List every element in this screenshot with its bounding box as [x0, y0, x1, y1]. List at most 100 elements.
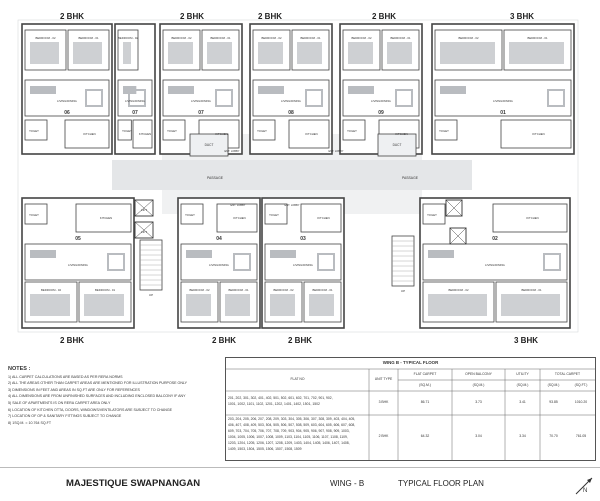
- unit-sqm: (SQ.M.): [472, 383, 485, 387]
- row-utility: 3.41: [519, 400, 526, 404]
- room-label: BEDROOM - 01: [228, 288, 248, 292]
- bed-icon: [168, 42, 193, 64]
- bed-icon: [509, 42, 564, 64]
- flat-number: 08: [288, 110, 294, 116]
- kitchen-wall: [500, 119, 572, 149]
- dining-table-icon: [543, 253, 561, 271]
- room-label: LIVING/DINING: [125, 99, 145, 103]
- bedroom-wall: [219, 281, 258, 323]
- passage-label: PASSAGE: [207, 176, 224, 180]
- living-wall: [422, 243, 568, 281]
- row-unit-type: 3 BHK: [378, 400, 389, 404]
- ent-lobby-label: ENT. LOBBY: [231, 203, 246, 207]
- toilet-wall: [117, 119, 132, 141]
- note-item: 5) SALE OF APARTMENTS IS ON RERA CARPET …: [8, 400, 111, 405]
- dining-table-icon: [317, 253, 335, 271]
- room-label: BEDROOM - 01: [78, 36, 98, 40]
- bed-icon: [84, 294, 124, 316]
- room-label: BEDROOM - 02: [41, 288, 61, 292]
- room-label: BEDROOM - 02: [273, 288, 293, 292]
- room-label: KITCHEN: [139, 132, 151, 136]
- bed-icon: [258, 42, 283, 64]
- room-label: KITCHEN: [233, 216, 245, 220]
- room-label: KITCHEN: [100, 216, 112, 220]
- flat-list-line: 203, 204, 205, 206, 207, 208, 209, 303, …: [228, 417, 356, 421]
- north-arrow-icon: N: [575, 477, 593, 495]
- living-wall: [252, 79, 330, 117]
- lift-cross: [134, 199, 154, 217]
- unit-type-heading: 2 BHK: [258, 12, 283, 21]
- room-label: BEDROOM - 02: [189, 288, 209, 292]
- room-label: BEDROOM - 01: [390, 36, 410, 40]
- room-label: TOILET: [257, 129, 267, 133]
- kitchen-wall: [216, 203, 258, 233]
- notes-heading: NOTES :: [8, 366, 31, 372]
- room-label: TOILET: [185, 213, 195, 217]
- ent-lobby-label: ENT. LOBBY: [329, 149, 344, 153]
- toilet-wall: [24, 119, 48, 141]
- toilet-wall: [252, 119, 276, 141]
- lift-cross: [134, 221, 154, 239]
- flat-number: 03: [300, 236, 306, 242]
- unit-type-heading: 2 BHK: [180, 12, 205, 21]
- sofa-icon: [348, 86, 374, 94]
- row-flat-carpet: 86.71: [420, 400, 430, 404]
- dining-table-icon: [128, 89, 146, 107]
- kitchen-wall: [64, 119, 110, 149]
- dining-table-icon: [233, 253, 251, 271]
- note-item: 4) ALL DIMENSIONS ARE FROM UNFINISHED SU…: [8, 394, 186, 399]
- footer-bar: MAJESTIQUE SWAPNANGAN WING - B TYPICAL F…: [0, 467, 600, 501]
- bedroom-wall: [422, 281, 495, 323]
- unit-type-heading: 2 BHK: [288, 336, 313, 345]
- room-label: LIVING/DINING: [293, 263, 313, 267]
- flat-list-line: 1004, 1005, 1006, 1007, 1008, 1009, 1103…: [228, 435, 348, 439]
- passage-label: PASSAGE: [402, 176, 419, 180]
- row-total-sqm: 93.85: [549, 400, 558, 404]
- note-item: 3) DIMENSIONS IN FEET AND AREAS IN SQ.FT…: [8, 387, 140, 392]
- row-unit-type: 2 BHK: [378, 434, 389, 438]
- flat-list-line: 1001, 1002, 1101, 1102, 1201, 1202, 1401…: [228, 402, 320, 406]
- flat-number: 02: [492, 236, 498, 242]
- bed-icon: [123, 42, 131, 64]
- project-name: MAJESTIQUE SWAPNANGAN: [66, 478, 201, 489]
- sofa-icon: [168, 86, 194, 94]
- bed-icon: [207, 42, 232, 64]
- room-label: BEDROOM - 02: [171, 36, 191, 40]
- bed-icon: [440, 42, 495, 64]
- bedroom-wall: [291, 29, 330, 71]
- stair-up-label: UP: [149, 293, 153, 297]
- area-table: WING B - TYPICAL FLOOR FLAT NO UNIT TYPE…: [225, 357, 596, 461]
- lift-cross: [445, 199, 463, 217]
- dining-table-icon: [107, 253, 125, 271]
- bed-icon: [30, 294, 70, 316]
- room-label: BEDROOM - 01: [521, 288, 541, 292]
- lift-label: LIFT: [141, 208, 147, 212]
- header-unit-type: UNIT TYPE: [374, 377, 393, 381]
- room-label: KITCHEN: [526, 216, 538, 220]
- room-label: BEDROOM - 02: [261, 36, 281, 40]
- bedroom-wall: [495, 281, 568, 323]
- toilet-wall: [24, 203, 48, 225]
- note-item: 7) LOCATION OF OP & SANITARY FITTINGS SU…: [8, 414, 122, 419]
- sofa-icon: [186, 250, 212, 258]
- toilet-wall: [434, 119, 458, 141]
- room-label: TOILET: [427, 213, 437, 217]
- bed-icon: [348, 42, 373, 64]
- kitchen-wall: [132, 119, 153, 149]
- room-label: KITCHEN: [395, 132, 407, 136]
- room-label: BEDROOM - 01: [95, 288, 115, 292]
- bed-icon: [30, 42, 59, 64]
- living-wall: [117, 79, 153, 117]
- sofa-icon: [440, 86, 466, 94]
- room-label: LIVING/DINING: [191, 99, 211, 103]
- room-label: BEDROOM - 02: [351, 36, 371, 40]
- kitchen-wall: [300, 203, 342, 233]
- header-utility: UTILITY: [516, 372, 529, 376]
- flat-number: 06: [64, 110, 70, 116]
- unit-type-heading: 2 BHK: [60, 336, 85, 345]
- bed-icon: [297, 42, 322, 64]
- bedroom-wall: [503, 29, 572, 71]
- row-open-balcony: 3.73: [475, 400, 482, 404]
- stair-up-label: UP: [401, 289, 405, 293]
- unit-type-heading: 2 BHK: [372, 12, 397, 21]
